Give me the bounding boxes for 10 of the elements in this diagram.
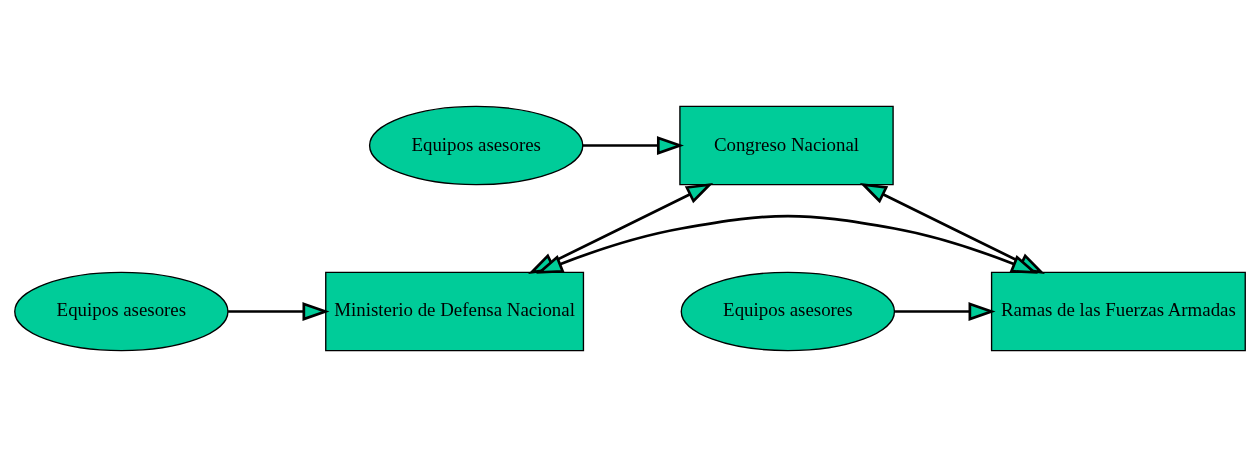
- arrow: [228, 301, 330, 321]
- node-ellipse: Equipos asesores: [680, 271, 896, 351]
- arrow: [536, 214, 1039, 274]
- arrow: [582, 135, 684, 155]
- node-box: Ministerio de Defensa Nacional: [325, 271, 585, 351]
- node-ellipse: Equipos asesores: [14, 271, 229, 351]
- node-ellipse: Equipos asesores: [368, 105, 584, 185]
- arrow: [895, 301, 996, 321]
- node-box: Congreso Nacional: [679, 105, 894, 185]
- node-box: Ramas de las Fuerzas Armadas: [990, 271, 1246, 351]
